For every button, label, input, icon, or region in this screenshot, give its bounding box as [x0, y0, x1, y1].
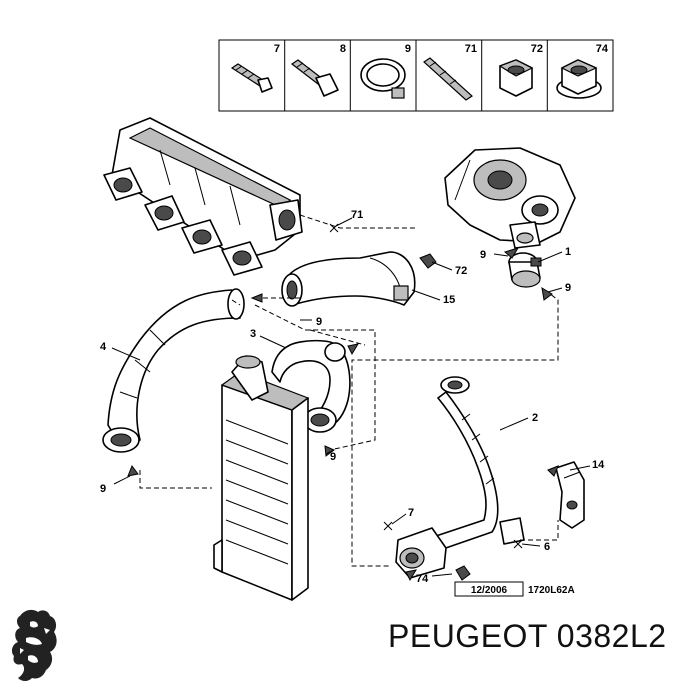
legend-number: 8 [340, 43, 346, 55]
arrow-marker-icon [405, 569, 418, 582]
callout-9-turbo: 9 [480, 249, 486, 261]
callout-3: 3 [250, 328, 256, 340]
stud-bolt-icon [230, 63, 273, 93]
legend-number: 9 [405, 43, 411, 55]
callout-1: 1 [565, 246, 571, 258]
legend-number: 72 [531, 43, 543, 55]
callout-leaders [111, 217, 591, 577]
parts-legend-table: 7 8 9 71 72 74 [218, 39, 614, 112]
brand-part-number: PEUGEOT 0382L2 [388, 618, 667, 654]
callout-labels: 71 72 15 9 1 9 9 3 4 9 9 2 14 7 6 74 [100, 209, 605, 585]
cross-marker-icon [513, 539, 523, 549]
arrow-marker-icon [250, 293, 263, 303]
intercooler-fins [225, 419, 289, 565]
cross-marker-icon [383, 521, 393, 531]
manifold-port [103, 167, 143, 201]
hose-clamp-icon [360, 58, 406, 99]
hex-nut-icon [498, 59, 534, 97]
arrow-marker-icon [541, 287, 553, 301]
intake-manifold [103, 117, 303, 276]
legend-number: 74 [596, 43, 609, 55]
nut-marker-icon [419, 253, 437, 269]
callout-4: 4 [100, 341, 107, 353]
air-duct-15 [281, 251, 416, 307]
flange-screw-icon [290, 59, 339, 97]
callout-15: 15 [443, 294, 455, 306]
pipe-outlet-connector [395, 517, 525, 579]
turbocharger [444, 147, 576, 249]
legend-number: 71 [465, 43, 477, 55]
callout-74: 74 [416, 573, 429, 585]
callout-6: 6 [544, 541, 550, 553]
callout-9-lower: 9 [330, 451, 336, 463]
hose-3 [271, 339, 351, 433]
arrow-marker-icon [547, 465, 559, 477]
arrow-marker-icon [347, 343, 360, 356]
intercooler [213, 355, 310, 601]
drawing-reference: 12/2006 1720L62A [454, 581, 575, 597]
callout-72: 72 [455, 265, 467, 277]
callout-9-left: 9 [100, 483, 106, 495]
hose-4 [102, 288, 245, 453]
arrow-marker-icon [503, 247, 520, 259]
fastener-markers [127, 223, 559, 582]
legend-number: 7 [274, 43, 280, 55]
manifold-port [221, 241, 263, 276]
callout-2: 2 [532, 412, 538, 424]
hose-connector-1 [508, 252, 542, 288]
date-box: 12/2006 [471, 585, 508, 596]
bracket-14 [555, 461, 585, 529]
callout-7: 7 [408, 507, 414, 519]
flange-nut-icon [556, 59, 602, 99]
callout-14: 14 [592, 459, 605, 471]
arrow-marker-icon [127, 464, 139, 477]
callout-9-center: 9 [316, 316, 322, 328]
peugeot-lion-logo [11, 609, 57, 681]
threaded-stud-icon [423, 57, 473, 101]
nut-marker-icon [455, 565, 471, 581]
pipe-2 [435, 376, 499, 551]
callout-9-right: 9 [565, 282, 571, 294]
callout-71: 71 [351, 209, 363, 221]
dashed-connection-lines [139, 214, 559, 567]
manifold-port [144, 195, 185, 231]
drawing-ref: 1720L62A [528, 585, 575, 596]
manifold-port [181, 219, 223, 254]
